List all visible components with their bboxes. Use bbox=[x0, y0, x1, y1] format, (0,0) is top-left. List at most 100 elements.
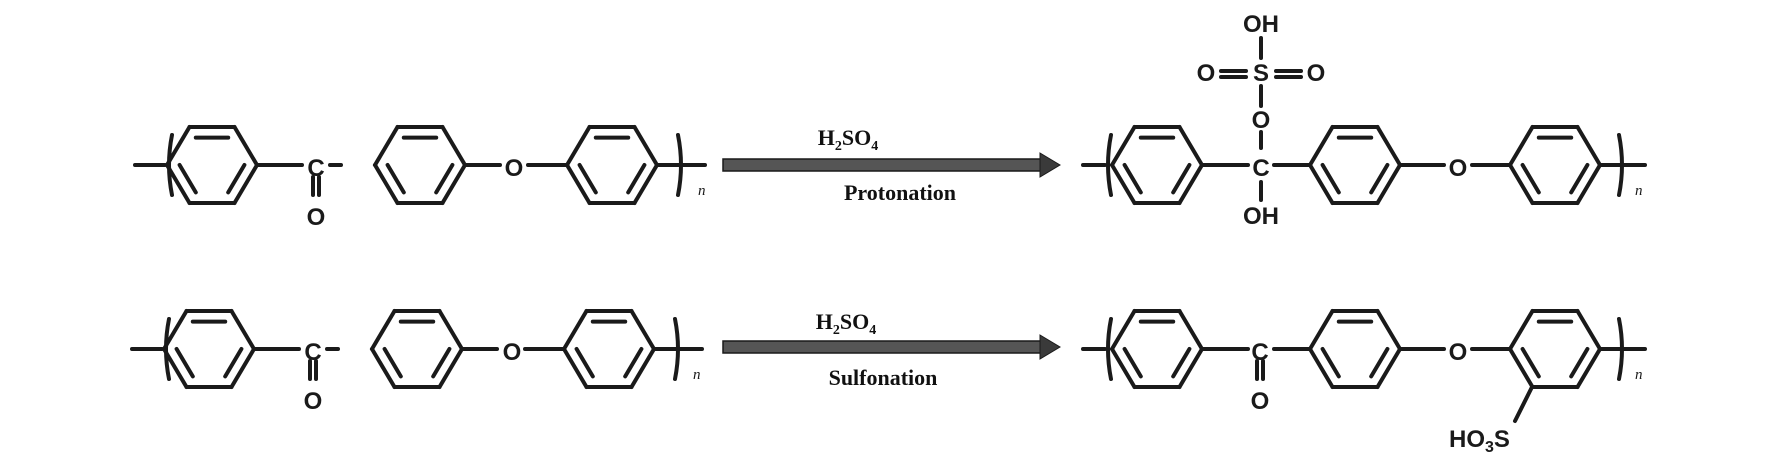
hydroxyl-oh: OH bbox=[1243, 203, 1279, 230]
product1-ring3-edge bbox=[1508, 163, 1535, 205]
reactant-1-ring3-edge bbox=[632, 125, 659, 167]
product2-bracket-right bbox=[1617, 317, 1624, 381]
repeat-unit-n-2: n bbox=[693, 367, 701, 383]
repeat-unit-n-3: n bbox=[1635, 183, 1643, 199]
sulfonyl-oxygen-left: O bbox=[1197, 60, 1216, 87]
reactant-2-ring2-edge bbox=[437, 309, 464, 351]
product1-ring3-edge bbox=[1575, 163, 1602, 205]
carbonyl-oxygen-p2: O bbox=[1251, 388, 1270, 415]
product1-bracket-right bbox=[1617, 133, 1624, 197]
reaction-arrow-protonation bbox=[722, 152, 1061, 178]
product1-ring3-edge bbox=[1575, 125, 1602, 167]
product2-so3h-bond bbox=[1513, 385, 1534, 423]
product1-ring1-double-bond bbox=[1171, 163, 1192, 195]
product2-ring1-double-bond bbox=[1171, 347, 1192, 379]
process-label-sulfonation: Sulfonation bbox=[829, 365, 938, 390]
reagent-label-1: H2SO4 bbox=[818, 125, 878, 154]
reagent-label-2: H2SO4 bbox=[816, 309, 876, 338]
reactant-1-ring2-edge bbox=[440, 125, 467, 167]
product1-ring2-edge bbox=[1308, 125, 1335, 167]
sulfur-atom: S bbox=[1253, 60, 1269, 87]
process-label-protonation: Protonation bbox=[844, 180, 956, 205]
product1-ring2-edge bbox=[1375, 163, 1402, 205]
product2-ring2-edge bbox=[1308, 309, 1335, 351]
product1-ring1-double-bond bbox=[1122, 163, 1143, 195]
reactant-2-ring3-edge bbox=[562, 309, 589, 351]
reactant-2-ring2-edge bbox=[370, 309, 397, 351]
reactant-2-ring1-double-bond bbox=[174, 347, 195, 379]
product2-ring3-double-bond bbox=[1569, 347, 1590, 379]
bond-layer bbox=[130, 36, 1647, 423]
reactant-1-ring3-edge bbox=[565, 125, 592, 167]
product2-ring1-edge bbox=[1110, 347, 1137, 389]
product1-ring2-edge bbox=[1375, 125, 1402, 167]
reactant-1-ring3-double-bond bbox=[577, 163, 598, 195]
product2-ring1-edge bbox=[1177, 347, 1204, 389]
reactant-1-ring2-edge bbox=[440, 163, 467, 205]
sulfonic-acid-group: HO3S bbox=[1449, 426, 1510, 456]
arrow-shaft bbox=[722, 158, 1046, 172]
arrow-shaft bbox=[722, 340, 1046, 354]
carbonyl-carbon-p2: C bbox=[1251, 339, 1268, 366]
ether-oxygen-p1: O bbox=[1449, 155, 1468, 182]
reactant-2-ring2-edge bbox=[437, 347, 464, 389]
product2-ring2-double-bond bbox=[1369, 347, 1390, 379]
reactant-2-ring3-edge bbox=[629, 309, 656, 351]
repeat-unit-n-4: n bbox=[1635, 367, 1643, 383]
product1-ring2-edge bbox=[1308, 163, 1335, 205]
sulfonyl-oxygen-right: O bbox=[1307, 60, 1326, 87]
product1-ring3-edge bbox=[1508, 125, 1535, 167]
carbonyl-carbon-1: C bbox=[307, 155, 324, 182]
product2-ring2-edge bbox=[1375, 347, 1402, 389]
product1-bracket-left bbox=[1106, 133, 1113, 197]
carbonyl-oxygen-2: O bbox=[304, 388, 323, 415]
arrow-head bbox=[1039, 152, 1061, 178]
product1-ring2-double-bond bbox=[1320, 163, 1341, 195]
product2-ring1-edge bbox=[1177, 309, 1204, 351]
carbonyl-carbon-2: C bbox=[304, 339, 321, 366]
reactant-1-ring1-double-bond bbox=[226, 163, 247, 195]
repeat-unit-n-1: n bbox=[698, 183, 706, 199]
reactant-1-ring2-double-bond bbox=[434, 163, 455, 195]
reactant-2-ring1-edge bbox=[229, 347, 256, 389]
bridge-oxygen: O bbox=[1252, 107, 1271, 134]
product1-ring1-edge bbox=[1177, 125, 1204, 167]
sulfonate-oh: OH bbox=[1243, 11, 1279, 38]
reactant-1-ring1-edge bbox=[165, 163, 192, 205]
reactant-1-ring2-edge bbox=[373, 125, 400, 167]
ether-oxygen-1: O bbox=[505, 155, 524, 182]
reactant-1-ring1-edge bbox=[232, 163, 259, 205]
arrow-head bbox=[1039, 334, 1061, 360]
reactant-1-ring1-double-bond bbox=[177, 163, 198, 195]
reaction-arrow-sulfonation bbox=[722, 334, 1061, 360]
product2-ring1-double-bond bbox=[1122, 347, 1143, 379]
reactant-1-ring1-edge bbox=[165, 125, 192, 167]
reactant-2-bracket-right bbox=[673, 317, 680, 381]
product1-ring1-edge bbox=[1110, 163, 1137, 205]
reactant-1-ring3-double-bond bbox=[626, 163, 647, 195]
reactant-2-ring1-double-bond bbox=[223, 347, 244, 379]
central-carbon: C bbox=[1252, 155, 1269, 182]
product2-ring2-edge bbox=[1375, 309, 1402, 351]
reactant-1-ring3-edge bbox=[632, 163, 659, 205]
ether-oxygen-p2: O bbox=[1449, 339, 1468, 366]
reactant-1-bracket-right bbox=[676, 133, 683, 197]
product1-ring1-edge bbox=[1110, 125, 1137, 167]
product1-ring3-double-bond bbox=[1569, 163, 1590, 195]
ether-oxygen-2: O bbox=[503, 339, 522, 366]
reactant-2-ring2-edge bbox=[370, 347, 397, 389]
reactant-2-ring1-edge bbox=[162, 347, 189, 389]
reactant-2-ring3-edge bbox=[562, 347, 589, 389]
arrow-layer bbox=[722, 152, 1061, 360]
reactant-2-ring1-edge bbox=[162, 309, 189, 351]
product1-ring3-double-bond bbox=[1520, 163, 1541, 195]
product2-ring1-edge bbox=[1110, 309, 1137, 351]
reactant-1-ring2-double-bond bbox=[385, 163, 406, 195]
reactant-2-ring3-edge bbox=[629, 347, 656, 389]
product1-ring2-double-bond bbox=[1369, 163, 1390, 195]
reactant-2-ring2-double-bond bbox=[431, 347, 452, 379]
product2-bracket-left bbox=[1106, 317, 1113, 381]
product2-ring3-edge bbox=[1508, 347, 1535, 389]
